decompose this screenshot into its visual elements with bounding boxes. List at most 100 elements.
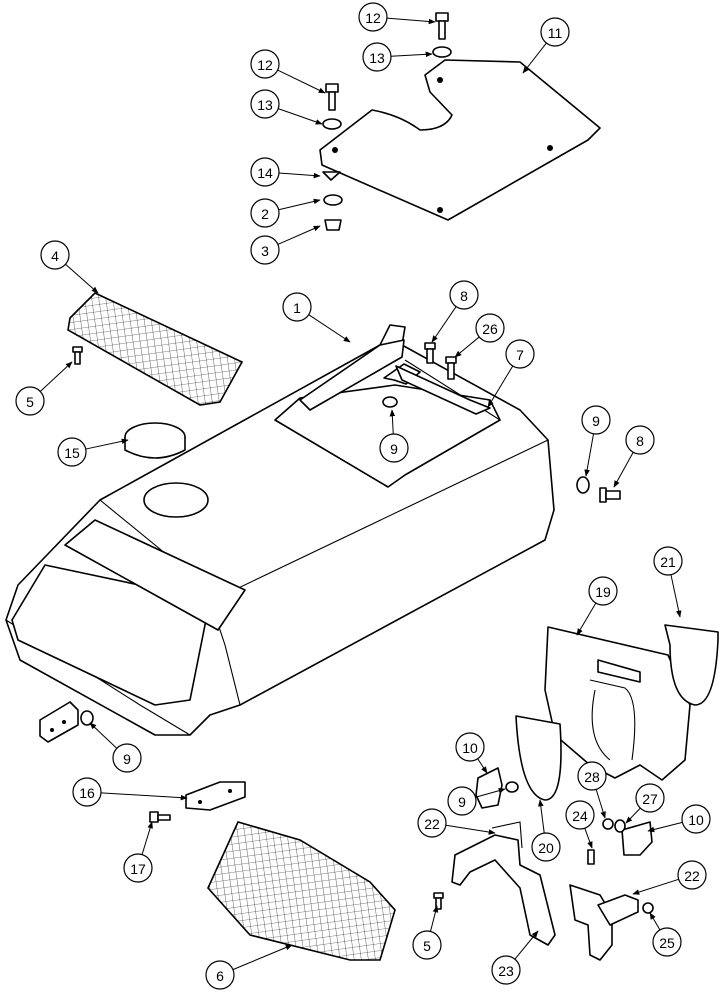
callout-c13b[interactable]: 13 [250, 89, 323, 125]
callout-c24[interactable]: 24 [565, 800, 595, 849]
rear-panel-19 [544, 626, 691, 781]
callout-circle [282, 292, 312, 322]
callout-number: 10 [462, 740, 478, 756]
callout-c2[interactable]: 2 [250, 198, 321, 228]
callout-number: 16 [79, 785, 95, 801]
callout-c28[interactable]: 28 [577, 761, 607, 819]
callout-number: 20 [538, 840, 554, 856]
washer-9-side [576, 476, 590, 494]
callout-c25[interactable]: 25 [649, 912, 682, 957]
callout-number: 4 [51, 248, 59, 264]
callout-c9d[interactable]: 9 [447, 786, 506, 816]
callout-c9b[interactable]: 9 [581, 405, 611, 477]
callout-circle [635, 783, 665, 813]
callout-number: 25 [659, 935, 675, 951]
callout-c10b[interactable]: 10 [647, 804, 711, 834]
callout-c6[interactable]: 6 [205, 944, 293, 990]
callout-circle [57, 437, 87, 467]
callout-leader-line [232, 944, 293, 971]
callout-c22b[interactable]: 22 [632, 860, 707, 895]
callout-number: 19 [595, 584, 611, 600]
bolt-top-left [322, 83, 342, 130]
callout-leader-line [85, 438, 129, 450]
washer-27 [614, 819, 626, 833]
callout-c16[interactable]: 16 [72, 777, 188, 807]
bolt-24 [587, 849, 595, 865]
callout-number: 10 [688, 812, 704, 828]
callout-leader-line [431, 306, 457, 343]
callout-circle [112, 743, 142, 773]
screw-5-lower [433, 892, 444, 910]
callout-leader-line [278, 198, 321, 211]
callout-leader-line [454, 336, 480, 358]
callout-circle [417, 808, 447, 838]
callout-c7[interactable]: 7 [487, 339, 535, 408]
callout-c8a[interactable]: 8 [431, 280, 479, 343]
grille-panel-upper [67, 292, 244, 406]
callout-c15[interactable]: 15 [57, 437, 129, 467]
callout-leader-line [100, 792, 188, 801]
callout-c11[interactable]: 11 [522, 17, 570, 74]
callout-c14[interactable]: 14 [250, 157, 321, 187]
callout-c27[interactable]: 27 [625, 783, 665, 824]
callout-c26[interactable]: 26 [454, 313, 505, 358]
callout-c9a[interactable]: 9 [379, 409, 409, 463]
callout-c10a[interactable]: 10 [455, 732, 488, 774]
top-cover-plate [319, 59, 601, 221]
callout-circle [250, 49, 280, 79]
callout-number: 12 [365, 10, 381, 26]
callout-number: 22 [424, 816, 440, 832]
callout-circle [379, 433, 409, 463]
callout-circle [652, 927, 682, 957]
callout-leader-line [386, 17, 436, 25]
callout-leader-line [487, 365, 514, 408]
callout-c4[interactable]: 4 [40, 240, 99, 294]
callout-number: 3 [261, 243, 269, 259]
callout-c1[interactable]: 1 [282, 292, 351, 343]
filler-cap [124, 422, 186, 459]
callout-leader-line [389, 409, 396, 435]
callout-leader-line [65, 263, 99, 294]
callout-circle [577, 761, 607, 791]
bolt-8-upper [424, 342, 436, 364]
grille-panel-lower [207, 821, 396, 961]
callout-leader-line [141, 821, 153, 855]
shield-21 [664, 624, 719, 706]
callout-leader-line [538, 799, 545, 834]
callout-c20[interactable]: 20 [531, 799, 561, 862]
callout-leader-line [649, 912, 661, 931]
callout-number: 8 [460, 288, 468, 304]
callout-c19[interactable]: 19 [576, 576, 618, 636]
callout-circle [565, 800, 595, 830]
callout-circle [505, 339, 535, 369]
callout-c17[interactable]: 17 [123, 821, 153, 883]
callout-c21[interactable]: 21 [653, 546, 683, 618]
callout-c13a[interactable]: 13 [362, 42, 433, 72]
callout-c22a[interactable]: 22 [417, 808, 496, 838]
callout-c12b[interactable]: 12 [250, 49, 326, 94]
callout-circle [455, 732, 485, 762]
callout-c8b[interactable]: 8 [613, 425, 655, 488]
callout-number: 6 [216, 968, 224, 984]
callout-leader-line [647, 821, 683, 833]
washer-9-lower [505, 781, 519, 793]
callout-c5a[interactable]: 5 [15, 361, 73, 416]
callout-number: 9 [592, 413, 600, 429]
callout-c3[interactable]: 3 [250, 225, 321, 265]
callout-number: 13 [257, 97, 273, 113]
callout-c9c[interactable]: 9 [89, 722, 142, 773]
callout-leader-line [278, 108, 323, 125]
nut-28 [602, 818, 614, 830]
callout-c12a[interactable]: 12 [358, 2, 436, 32]
bolt-26 [445, 356, 457, 380]
callout-leader-line [278, 172, 321, 179]
callout-c5b[interactable]: 5 [412, 905, 442, 960]
callout-number: 5 [423, 938, 431, 954]
callout-c23[interactable]: 23 [491, 930, 539, 985]
callout-leader-line [576, 602, 597, 636]
bolt-top-right [432, 12, 452, 58]
callout-circle [581, 405, 611, 435]
callout-number: 26 [482, 321, 498, 337]
